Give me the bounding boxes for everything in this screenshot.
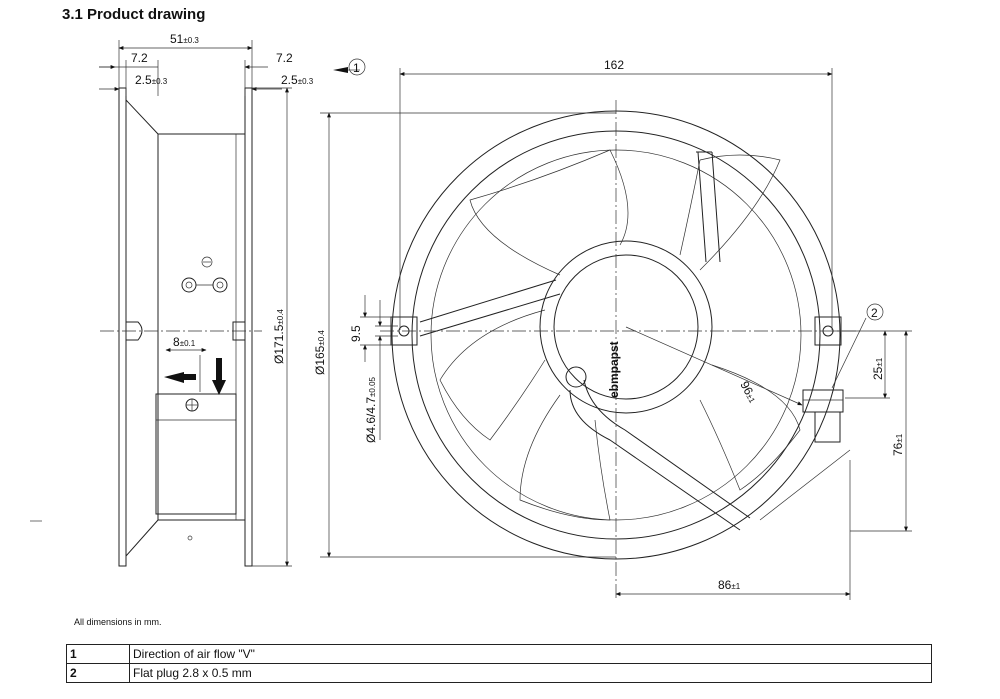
dim-86: 86±1 [718, 578, 741, 592]
product-drawing: 51±0.3 7.2 7.2 2.5±0.3 2.5±0.3 8±0.1 Ø17… [30, 32, 912, 600]
dim-8: 8±0.1 [173, 335, 196, 349]
dim-165: Ø165±0.4 [313, 330, 327, 375]
dim-7-2-left: 7.2 [131, 51, 148, 65]
dim-162: 162 [604, 58, 624, 72]
callout-1-circle [348, 58, 366, 76]
table-row: 1 Direction of air flow "V" [66, 644, 932, 664]
callout-1: 1 [353, 61, 360, 75]
front-dimensions [320, 67, 912, 600]
legend-key: 1 [66, 644, 130, 664]
dim-hole: Ø4.6/4.7±0.05 [364, 376, 378, 443]
dim-2-5-left: 2.5±0.3 [135, 73, 168, 87]
side-dimensions [99, 40, 292, 567]
dim-171-5: Ø171.5±0.4 [272, 309, 286, 364]
ground-symbol-icon [201, 256, 213, 268]
legend-text: Direction of air flow "V" [129, 644, 932, 664]
dim-25: 25±1 [871, 357, 885, 380]
callout-2: 2 [871, 306, 878, 320]
dim-9-5: 9.5 [349, 325, 363, 342]
legend-table: 1 Direction of air flow "V" 2 Flat plug … [66, 644, 932, 683]
callout-2-circle [866, 303, 884, 321]
dim-7-2-right: 7.2 [276, 51, 293, 65]
units-note: All dimensions in mm. [74, 617, 162, 627]
dim-96: 96±1 [737, 379, 760, 406]
table-row: 2 Flat plug 2.8 x 0.5 mm [66, 663, 932, 683]
dim-2-5-right: 2.5±0.3 [281, 73, 314, 87]
legend-key: 2 [66, 663, 130, 683]
legend-text: Flat plug 2.8 x 0.5 mm [129, 663, 932, 683]
front-view [380, 100, 860, 600]
airflow-arrows [164, 355, 226, 395]
dim-76: 76±1 [891, 433, 905, 456]
hub-label: ebmpapst [607, 341, 621, 398]
side-view [30, 87, 262, 567]
dim-51: 51±0.3 [170, 32, 199, 46]
drawing-title: 3.1 Product drawing [62, 6, 206, 23]
